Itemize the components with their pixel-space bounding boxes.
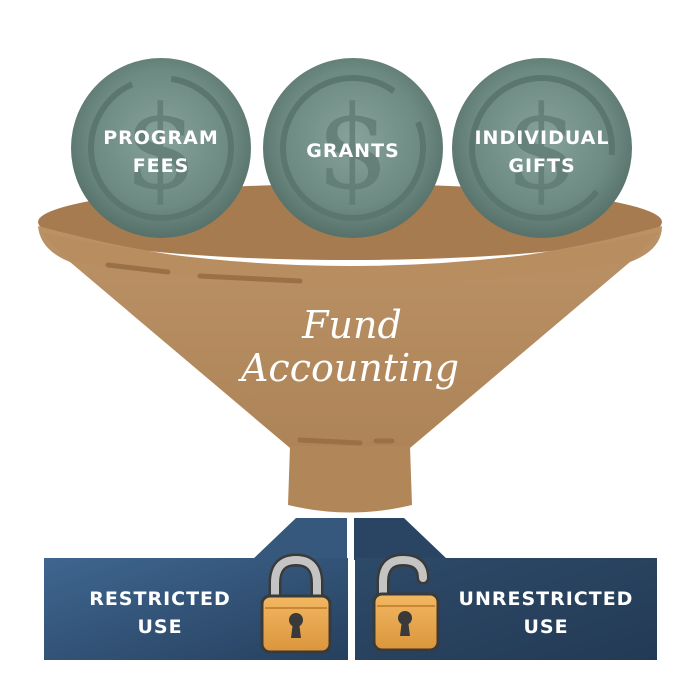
- funnel-title-line1: Fund: [301, 303, 402, 347]
- coin-grants: $ GRANTS: [263, 58, 443, 238]
- coin-program-fees: $ PROGRAM FEES: [71, 58, 251, 238]
- output-unrestricted-use: UNRESTRICTED USE: [355, 553, 657, 660]
- output-label-line1: RESTRICTED: [89, 588, 231, 610]
- output-label-line2: USE: [137, 616, 182, 638]
- coin-individual-gifts: $ INDIVIDUAL GIFTS: [452, 58, 632, 238]
- coin-label-line2: GIFTS: [508, 155, 575, 177]
- dollar-sign-icon: $: [316, 82, 389, 216]
- output-label-line2: USE: [523, 616, 568, 638]
- output-label-line1: UNRESTRICTED: [459, 588, 634, 610]
- connector-left: [252, 518, 347, 560]
- padlock-closed-icon: [260, 553, 332, 654]
- funnel-title-line2: Accounting: [238, 346, 459, 390]
- coin-label-line2: FEES: [133, 155, 190, 177]
- coin-label-line1: GRANTS: [306, 140, 399, 162]
- funnel-cone: [38, 226, 662, 448]
- coin-label-line1: PROGRAM: [103, 127, 219, 149]
- dollar-sign-icon: $: [124, 82, 197, 216]
- funnel-spout: [288, 446, 412, 513]
- output-restricted-use: RESTRICTED USE: [44, 553, 348, 660]
- coin-label-line1: INDIVIDUAL: [474, 127, 609, 149]
- connector-right: [354, 518, 448, 560]
- padlock-open-icon: [372, 553, 440, 652]
- dollar-sign-icon: $: [505, 82, 578, 216]
